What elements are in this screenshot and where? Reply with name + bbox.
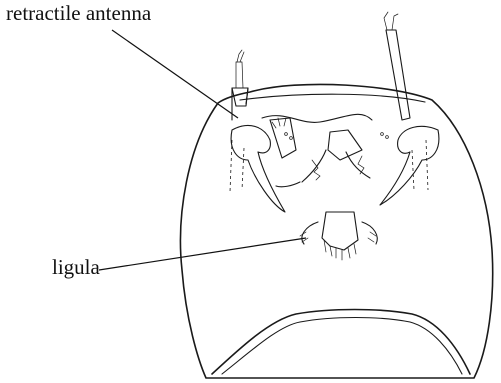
left-antenna xyxy=(232,50,248,120)
occipital-margin xyxy=(212,310,470,375)
retractile-antenna-label: retractile antenna xyxy=(6,3,151,24)
right-mandible xyxy=(380,126,439,205)
ligula-structure xyxy=(300,212,377,260)
setal-pores xyxy=(285,133,389,140)
antenna-leader-line xyxy=(112,30,238,118)
left-mandible xyxy=(230,125,285,212)
maxillae xyxy=(270,118,370,187)
right-antenna xyxy=(384,12,410,120)
head-capsule-outline xyxy=(181,84,493,378)
ligula-leader-line xyxy=(99,238,306,270)
ligula-label: ligula xyxy=(52,257,100,278)
